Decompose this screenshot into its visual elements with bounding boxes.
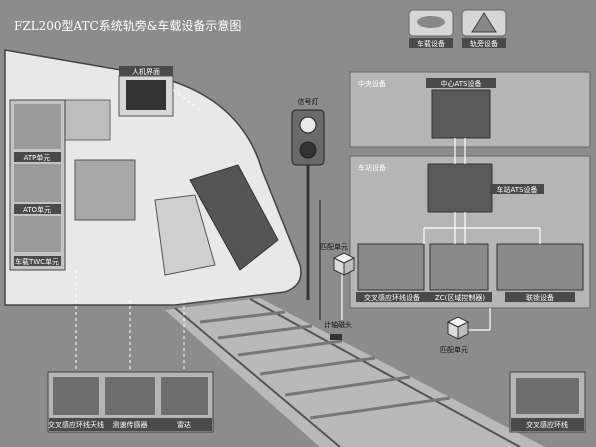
twc-unit-image bbox=[14, 216, 61, 252]
onboard-cabinet: ATP单元 ATO单元 车载TWC单元 bbox=[9, 99, 66, 271]
sleeper bbox=[237, 339, 343, 357]
interlocking-label: 联锁设备 bbox=[526, 293, 554, 302]
central-ats-image bbox=[431, 89, 491, 139]
zc-image bbox=[429, 243, 489, 291]
sleeper bbox=[259, 356, 376, 376]
interior-window bbox=[59, 99, 111, 141]
onboard-legend-bar bbox=[409, 38, 453, 48]
sensor-label-bar bbox=[49, 418, 212, 431]
trackside-legend-bar bbox=[462, 38, 506, 48]
sleeper bbox=[217, 324, 313, 340]
cab-door bbox=[154, 194, 216, 276]
train-icon bbox=[417, 16, 445, 28]
loop-antenna-label: 交叉感应环线天线 bbox=[48, 420, 104, 429]
matching-unit-2: 匹配单元 bbox=[440, 316, 470, 354]
radar-image bbox=[161, 377, 208, 415]
loop-equipment-label-bar bbox=[356, 292, 428, 302]
interlocking-image bbox=[496, 243, 584, 291]
warning-triangle-icon bbox=[471, 12, 497, 33]
ato-label: ATO单元 bbox=[23, 205, 51, 214]
sensor-panel: 交叉感应环线天线 测速传感器 雷达 bbox=[47, 371, 214, 433]
matching-unit-1-label: 匹配单元 bbox=[320, 242, 348, 251]
speed-sensor-image bbox=[105, 377, 155, 415]
zc-label: ZC(区域控制器) bbox=[435, 293, 485, 302]
axle-counter-head bbox=[330, 334, 342, 340]
rail-right bbox=[249, 298, 521, 447]
trackside-legend-label: 轨旁设备 bbox=[470, 39, 498, 48]
signal-lamp-bottom bbox=[299, 141, 317, 159]
central-section-title: 中央设备 bbox=[358, 79, 386, 88]
atp-label: ATP单元 bbox=[24, 153, 51, 162]
legend-onboard: 车载设备 bbox=[408, 9, 454, 48]
station-section-title: 车站设备 bbox=[358, 163, 386, 172]
central-section: 中央设备 中心ATS设备 bbox=[349, 71, 591, 148]
track-loop-label-bar bbox=[511, 418, 584, 431]
legend-trackside: 轨旁设备 bbox=[461, 9, 507, 48]
radar-label: 雷达 bbox=[177, 420, 191, 429]
sleeper bbox=[309, 396, 451, 420]
matching-unit-box-right bbox=[457, 321, 469, 340]
windshield bbox=[189, 164, 279, 271]
track-loop-panel: 交叉感应环线 bbox=[509, 371, 586, 433]
track-loop-label: 交叉感应环线 bbox=[526, 420, 568, 429]
zc-label-bar bbox=[428, 292, 492, 302]
hmi-screen bbox=[126, 80, 166, 110]
station-ats-image bbox=[427, 163, 493, 213]
ato-label-bar bbox=[14, 204, 61, 214]
ato-unit-image bbox=[14, 164, 61, 202]
atp-label-bar bbox=[14, 152, 61, 162]
onboard-connectors bbox=[75, 89, 201, 372]
signal-label: 信号灯 bbox=[298, 97, 319, 106]
station-ats-label: 车站ATS设备 bbox=[497, 185, 538, 194]
track bbox=[165, 298, 545, 447]
interior-seats bbox=[74, 159, 136, 221]
track-loop-image bbox=[516, 378, 579, 414]
central-ats-label: 中心ATS设备 bbox=[441, 79, 482, 88]
axle-counter-label: 计轴磁头 bbox=[324, 320, 352, 329]
central-ats-label-bar bbox=[426, 78, 496, 88]
atp-unit-image bbox=[14, 104, 61, 149]
hmi-label-bar bbox=[119, 66, 173, 76]
trackside-connectors bbox=[319, 138, 541, 331]
signal-lamp-top bbox=[299, 116, 317, 134]
signal-group: 信号灯 bbox=[291, 97, 325, 300]
train bbox=[4, 49, 302, 306]
interlocking-label-bar bbox=[505, 292, 575, 302]
loop-equipment-label: 交叉感应环线设备 bbox=[364, 293, 420, 302]
sleeper bbox=[199, 310, 286, 324]
sleeper bbox=[284, 375, 411, 397]
twc-label: 车载TWC单元 bbox=[15, 257, 59, 266]
diagram-title: FZL200型ATC系统轨旁&车载设备示意图 bbox=[14, 18, 241, 33]
matching-unit-2-label: 匹配单元 bbox=[440, 345, 468, 354]
rail-left bbox=[174, 307, 341, 447]
speed-sensor-label: 测速传感器 bbox=[113, 420, 148, 429]
loop-antenna-image bbox=[53, 377, 99, 415]
station-ats-label-bar bbox=[490, 184, 544, 194]
loop-equipment-image bbox=[357, 243, 425, 291]
matching-unit-1: 匹配单元 bbox=[320, 242, 356, 276]
matching-unit-box-right bbox=[343, 257, 355, 276]
onboard-legend-label: 车载设备 bbox=[417, 39, 445, 48]
twc-label-bar bbox=[14, 256, 61, 266]
hmi-group: 人机界面 bbox=[118, 66, 174, 117]
station-section: 车站设备 车站ATS设备 交叉感应环线设备 ZC(区域控制器) 联锁设备 bbox=[349, 155, 591, 309]
hmi-label: 人机界面 bbox=[132, 67, 160, 76]
